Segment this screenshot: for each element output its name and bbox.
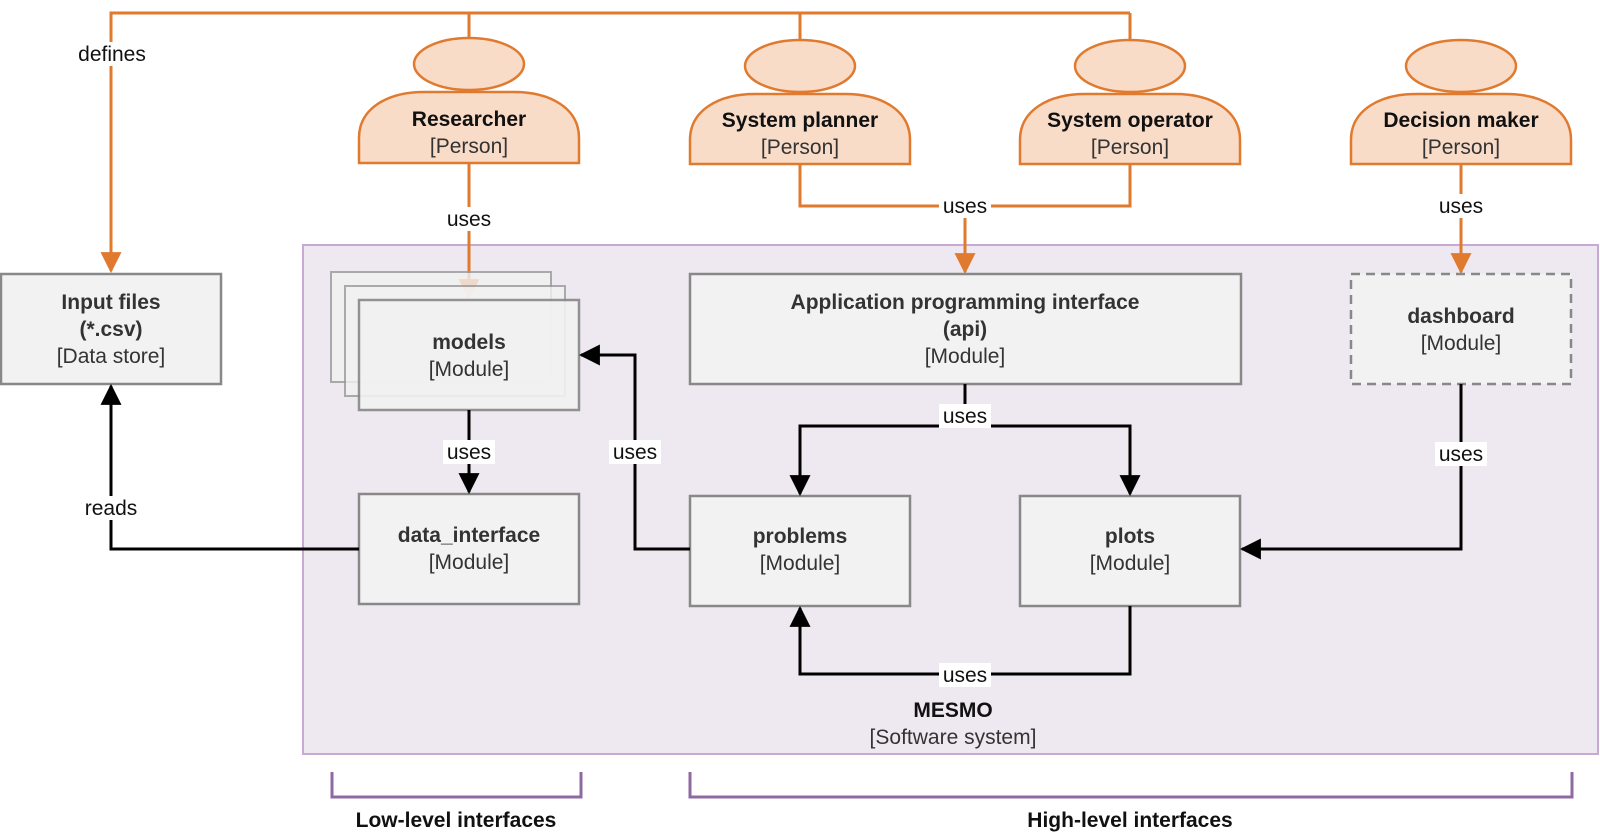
box-type: [Module] [1421,332,1502,355]
box-type: [Module] [1090,552,1171,575]
box-title: dashboard [1407,305,1514,328]
dashboard-module: dashboard [Module] [1349,272,1573,386]
api-uses-problems-plots: uses [789,384,1141,497]
box-title: models [432,331,506,354]
system-name: MESMO [913,699,992,722]
box-title: Application programming interface [791,291,1140,314]
models-module: models [Module] [330,271,581,412]
edge-label-uses: uses [943,664,987,687]
person-type: [Person] [1091,136,1169,159]
person-type: [Person] [761,136,839,159]
group-label-high: High-level interfaces [1027,809,1232,832]
api-module: Application programming interface (api) … [688,272,1243,386]
person-name: Researcher [412,108,526,131]
person-decision-maker: Decision maker [Person] [1349,38,1573,166]
box-type: [Module] [760,552,841,575]
edge-label-uses: uses [447,441,491,464]
planners-use-api: uses [798,164,1132,275]
box-type: [Module] [925,345,1006,368]
defines-connector [100,11,1132,274]
edge-label-uses: uses [1439,195,1483,218]
edge-label-uses: uses [943,195,987,218]
box-type: [Data store] [57,345,166,368]
box-type: [Module] [429,551,510,574]
person-system-operator: System operator [Person] [1018,38,1242,166]
edge-label-uses: uses [447,208,491,231]
problems-module: problems [Module] [688,494,912,608]
models-uses-data-interface: uses [443,410,495,495]
person-type: [Person] [430,135,508,158]
plots-module: plots [Module] [1018,494,1242,608]
person-system-planner: System planner [Person] [688,38,912,166]
plots-uses-problems: uses [789,605,1132,687]
input-files-datastore: Input files (*.csv) [Data store] [0,272,223,386]
box-title: plots [1105,525,1155,548]
system-type: [Software system] [870,726,1037,749]
box-subtitle: (*.csv) [79,318,142,341]
box-type: [Module] [429,358,510,381]
person-name: System planner [722,109,878,132]
box-title: data_interface [398,524,540,547]
dashboard-uses-plots: uses [1239,384,1487,560]
group-label-low: Low-level interfaces [356,809,557,832]
edge-label-reads: reads [85,497,138,520]
box-subtitle: (api) [943,318,987,341]
data-interface-module: data_interface [Module] [357,492,581,606]
person-type: [Person] [1422,136,1500,159]
edge-label-uses: uses [943,405,987,428]
edge-label-uses: uses [1439,443,1483,466]
decision-maker-uses-dashboard: uses [1435,164,1487,275]
low-level-bracket: Low-level interfaces [330,772,583,832]
person-researcher: Researcher [Person] [357,36,581,165]
person-name: Decision maker [1383,109,1538,132]
edge-label-uses: uses [613,441,657,464]
data-interface-reads-input: reads [80,383,359,551]
box-title: problems [753,525,848,548]
person-name: System operator [1047,109,1213,132]
box-title: Input files [61,291,160,314]
edge-label-defines: defines [78,43,146,66]
problems-uses-models: uses [578,344,690,551]
high-level-bracket: High-level interfaces [688,772,1574,832]
